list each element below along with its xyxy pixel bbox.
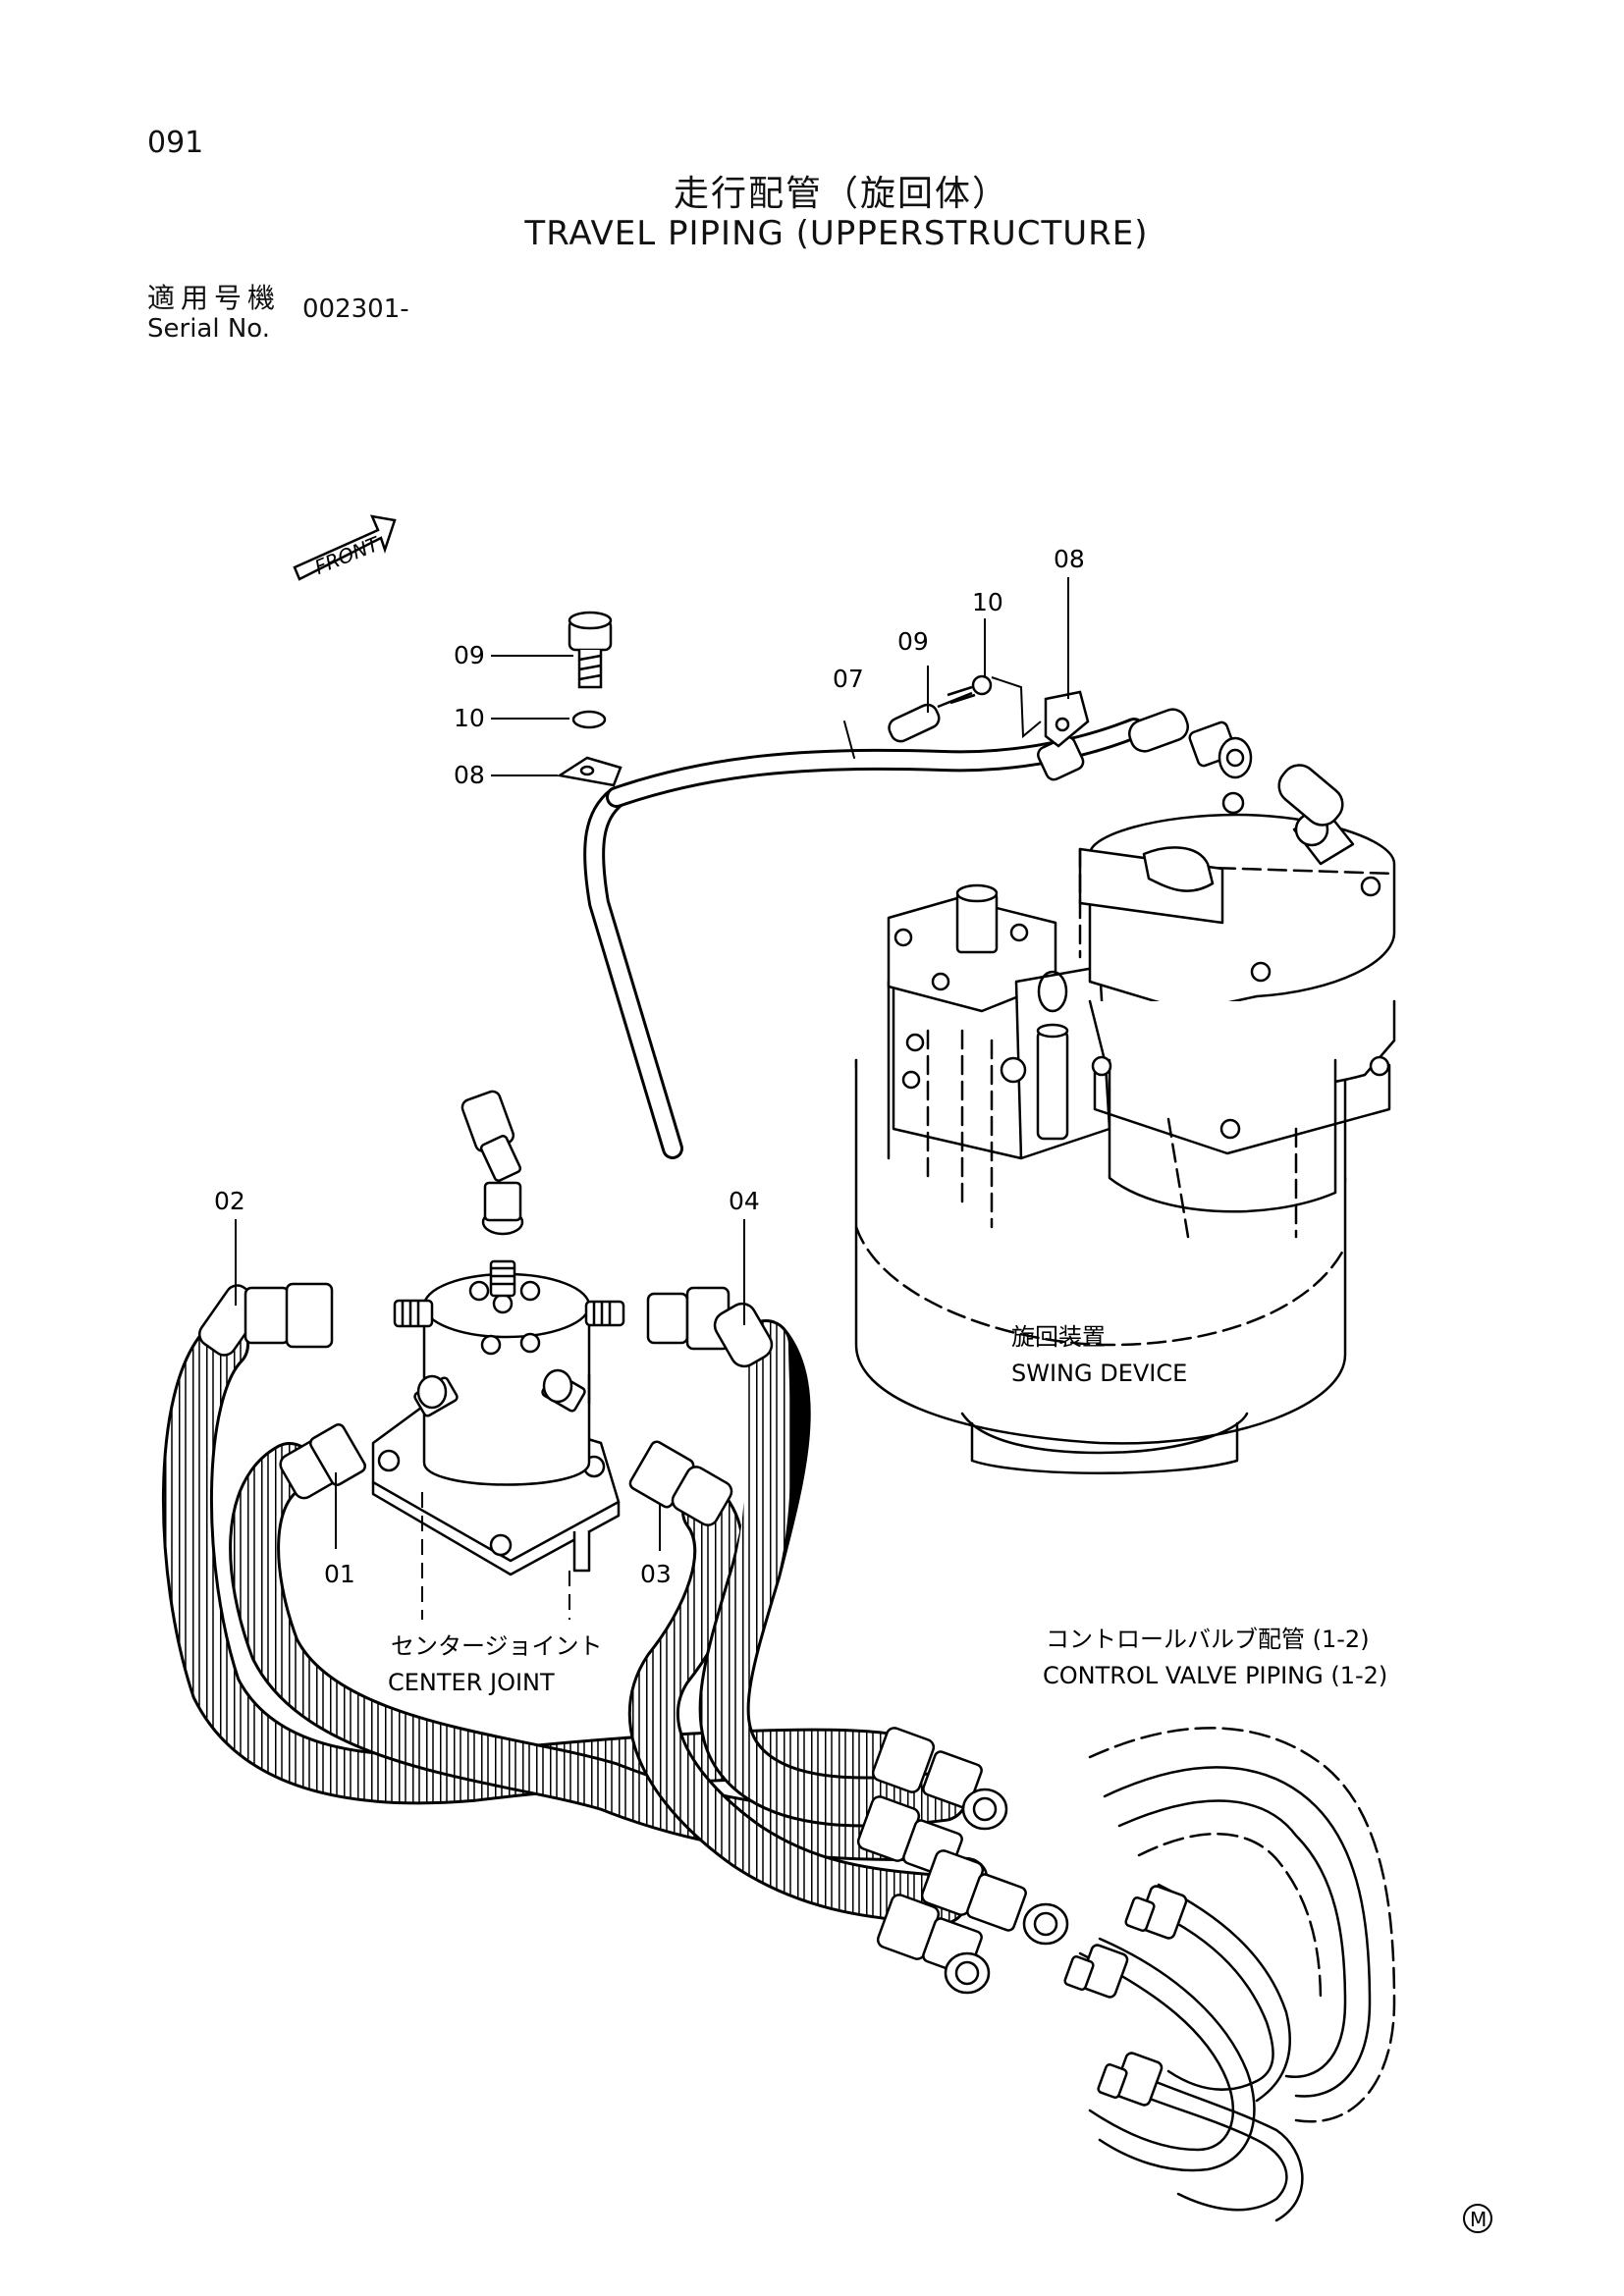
- page-title-english: TRAVEL PIPING (UPPERSTRUCTURE): [524, 214, 1149, 253]
- part-label-08-right: 08: [1054, 545, 1085, 573]
- footer-mark: M: [1463, 2204, 1492, 2233]
- part-label-10-left: 10: [454, 704, 485, 732]
- clamp-right: [888, 674, 1090, 748]
- serial-label-english: Serial No.: [147, 314, 270, 344]
- part-label-03: 03: [640, 1560, 672, 1588]
- control-valve-label-jp: コントロールバルブ配管 (1-2): [1046, 1626, 1370, 1653]
- part-label-09-left: 09: [454, 641, 485, 669]
- serial-label-japanese: 適用号機: [147, 282, 282, 314]
- hoses: [162, 1319, 968, 1925]
- front-arrow-icon: FRONT: [293, 514, 397, 581]
- page-number: 091: [147, 126, 204, 160]
- part-label-08-left: 08: [454, 761, 485, 789]
- center-joint: [371, 1259, 625, 1576]
- center-joint-label-en: CENTER JOINT: [388, 1669, 555, 1696]
- part-label-02: 02: [214, 1187, 245, 1215]
- swing-device: [854, 764, 1396, 1474]
- footer-mark-letter: M: [1470, 2208, 1487, 2231]
- clamp-left: [556, 611, 623, 787]
- center-joint-label-jp: センタージョイント: [391, 1632, 603, 1660]
- part-label-09-right: 09: [897, 627, 929, 656]
- front-arrow-label: FRONT: [311, 531, 384, 579]
- part-label-07: 07: [833, 665, 864, 693]
- swing-device-label-en: SWING DEVICE: [1011, 1360, 1187, 1387]
- serial-number-value: 002301-: [302, 294, 409, 324]
- part-label-01: 01: [324, 1560, 355, 1588]
- hose-fittings-joint: [198, 1282, 774, 1526]
- control-valve-label-en: CONTROL VALVE PIPING (1-2): [1043, 1662, 1387, 1689]
- control-valve-fittings: [1063, 1885, 1188, 2107]
- part-label-10-right: 10: [972, 588, 1003, 616]
- part-label-04: 04: [729, 1187, 760, 1215]
- control-valve-piping: [1078, 1727, 1396, 2222]
- pipe-07-fittings: [460, 708, 1253, 1236]
- page-title-japanese: 走行配管（旋回体）: [673, 174, 1009, 214]
- swing-device-label-jp: 旋回装置: [1011, 1323, 1106, 1351]
- hose-fittings-valve: [856, 1727, 1069, 1995]
- leader-lines: [235, 577, 1069, 1620]
- pipe-07: [583, 718, 1145, 1159]
